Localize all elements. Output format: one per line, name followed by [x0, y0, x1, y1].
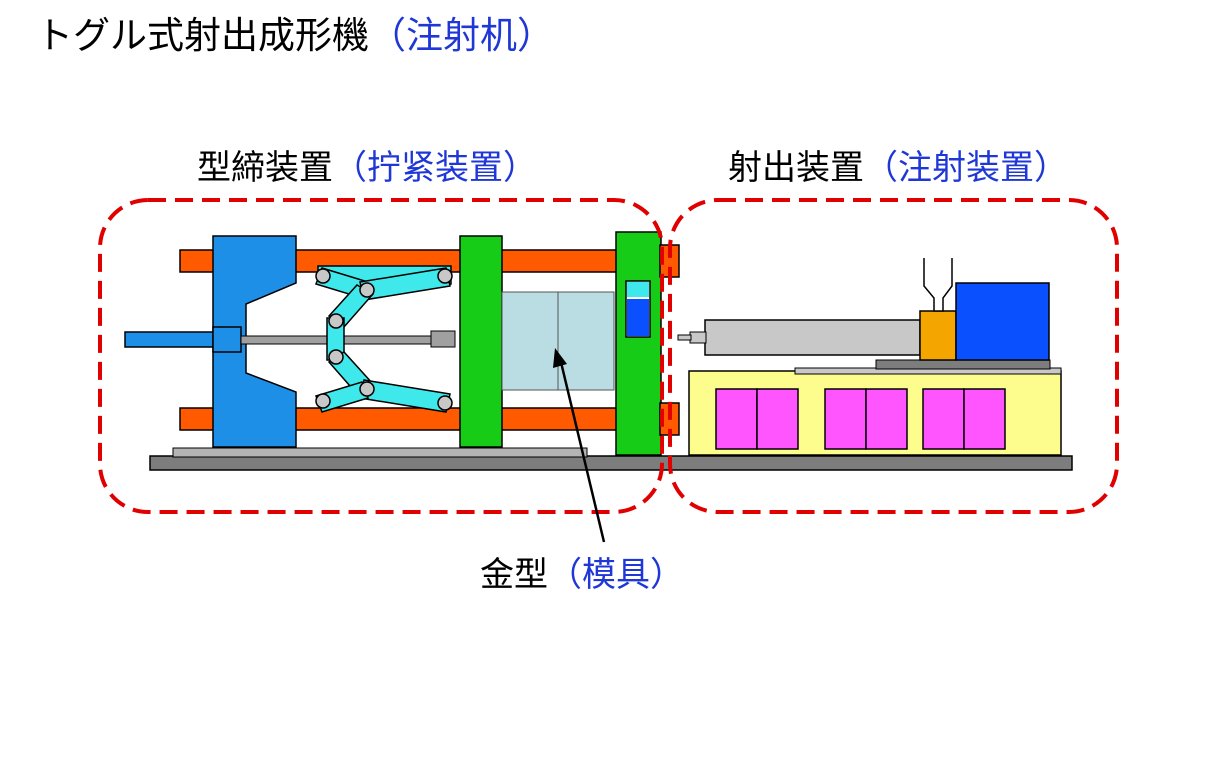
crosshead-block: [430, 330, 456, 348]
mold-label-cn: （模具）: [548, 555, 684, 595]
mold-label: 金型（模具）: [480, 555, 684, 596]
clamp-label-cn: （拧紧装置）: [333, 148, 537, 188]
injection-unit-highlight: [668, 198, 1119, 514]
hydraulic-rod: [124, 331, 218, 348]
toggle-pin: [359, 282, 375, 298]
injection-motor: [955, 282, 1050, 361]
cabinet-panels: [715, 388, 1006, 450]
cabinet-panel: [715, 388, 758, 450]
hopper-throat: [919, 310, 957, 361]
title-ja: トグル式射出成形機: [36, 14, 369, 57]
nozzle: [689, 331, 707, 344]
moving-platen: [459, 235, 503, 448]
cabinet-panel: [922, 388, 965, 450]
injection-unit-label: 射出装置（注射装置）: [728, 148, 1068, 189]
title-cn: （注射机）: [369, 14, 554, 57]
toggle-pin: [328, 313, 344, 329]
hopper: [923, 258, 953, 312]
toggle-pin: [359, 381, 375, 397]
clamp-label-ja: 型締装置: [197, 148, 333, 188]
clamp-base-plate: [172, 447, 588, 458]
inject-label-ja: 射出装置: [728, 148, 864, 188]
toggle-pin: [437, 395, 453, 411]
mold-half-fixed: [557, 291, 615, 391]
injection-barrel: [704, 319, 921, 356]
platen-gauge-bottom: [627, 299, 649, 336]
mold-label-ja: 金型: [480, 555, 548, 595]
toggle-pin: [328, 349, 344, 365]
cabinet-panel: [756, 388, 799, 450]
toggle-pin: [315, 268, 331, 284]
clamp-unit-label: 型締装置（拧紧装置）: [197, 148, 537, 189]
nozzle-tip: [677, 334, 692, 341]
inject-label-cn: （注射装置）: [864, 148, 1068, 188]
rear-platen: [212, 235, 297, 448]
clamp-unit-highlight: [98, 198, 664, 514]
fixed-platen: [615, 231, 662, 456]
mold-half-moving: [501, 291, 559, 391]
toggle-pins: [315, 268, 453, 411]
cabinet-panel: [963, 388, 1006, 450]
toggle-pin: [315, 393, 331, 409]
machine-base-rail: [149, 455, 1073, 471]
page-title: トグル式射出成形機（注射机）: [36, 14, 554, 58]
mold-pointer-line: [558, 357, 606, 543]
cabinet-panel: [824, 388, 867, 450]
toggle-pin: [437, 268, 453, 284]
platen-gauge-top: [627, 282, 649, 297]
carriage-plate: [875, 359, 1051, 370]
rear-platen-block: [212, 326, 242, 353]
cabinet-panel: [865, 388, 908, 450]
mold-pointer-arrowhead: [553, 348, 567, 368]
